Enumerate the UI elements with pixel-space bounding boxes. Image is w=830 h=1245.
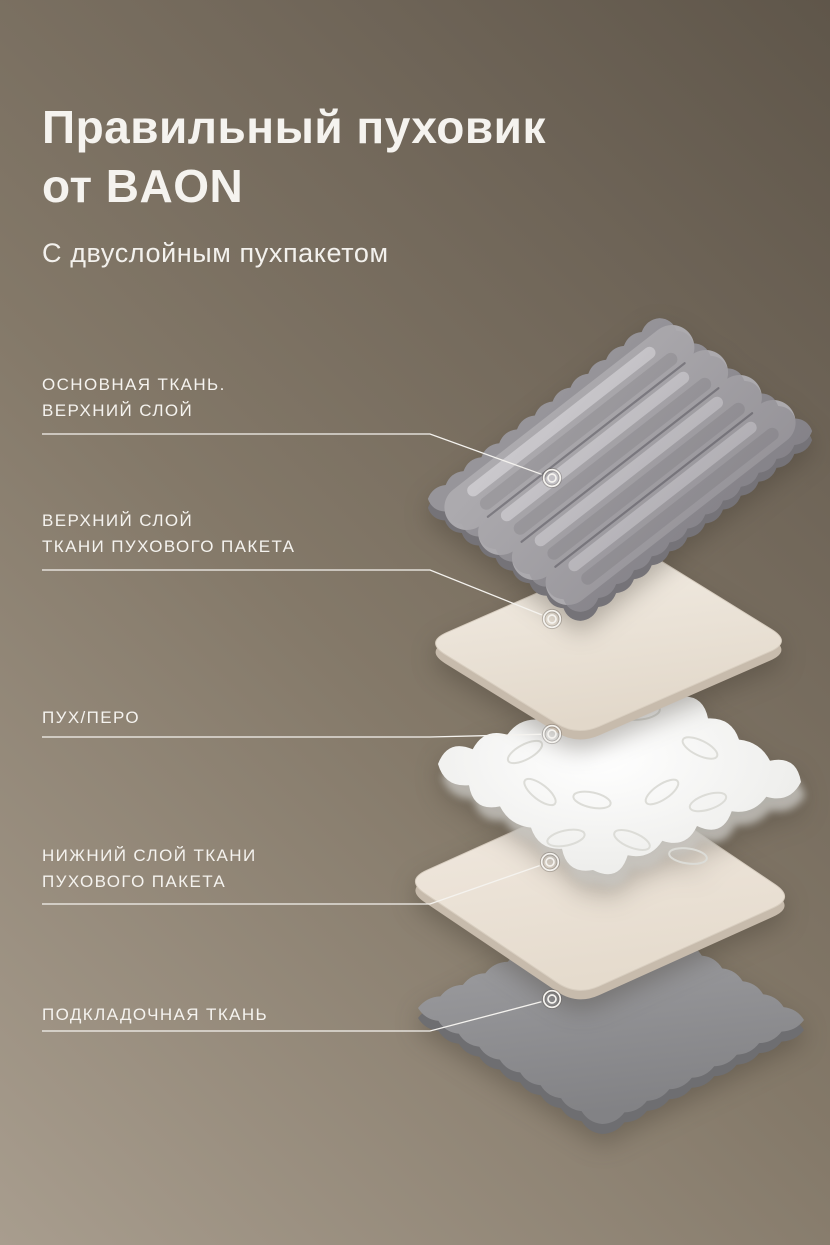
label-line: ТКАНИ ПУХОВОГО ПАКЕТА xyxy=(42,536,296,556)
label-line: НИЖНИЙ СЛОЙ ТКАНИ xyxy=(42,846,257,865)
title-line-1: Правильный пуховик xyxy=(42,101,546,153)
marker-down-feather xyxy=(541,723,563,745)
leader-line-2 xyxy=(42,569,543,616)
label-down-feather: ПУХ/ПЕРО xyxy=(42,705,140,731)
label-line: ПУХОВОГО ПАКЕТА xyxy=(42,871,227,891)
label-downpack-top-fabric: ВЕРХНИЙ СЛОЙ ТКАНИ ПУХОВОГО ПАКЕТА xyxy=(42,508,295,559)
marker-outer-fabric xyxy=(541,467,563,489)
page-subtitle: С двуслойным пухпакетом xyxy=(42,238,389,268)
layer-markers xyxy=(539,467,563,1010)
leader-line-1 xyxy=(42,433,542,475)
leader-lines xyxy=(42,433,543,1032)
label-line: ПОДКЛАДОЧНАЯ ТКАНЬ xyxy=(42,1005,269,1024)
label-line: ВЕРХНИЙ СЛОЙ xyxy=(42,400,194,420)
title-line-2: от BAON xyxy=(42,159,244,212)
layer-down-feather xyxy=(438,674,805,887)
label-outer-fabric: ОСНОВНАЯ ТКАНЬ. ВЕРХНИЙ СЛОЙ xyxy=(42,372,226,423)
layer-outer-fabric xyxy=(427,318,813,621)
marker-downpack-top-fabric xyxy=(541,608,563,630)
layer-downpack-top-fabric xyxy=(435,553,782,740)
label-lining-fabric: ПОДКЛАДОЧНАЯ ТКАНЬ xyxy=(42,1002,268,1028)
label-downpack-bottom-fabric: НИЖНИЙ СЛОЙ ТКАНИ ПУХОВОГО ПАКЕТА xyxy=(42,843,257,894)
label-line: ВЕРХНИЙ СЛОЙ xyxy=(42,511,194,530)
leader-line-4 xyxy=(42,864,540,905)
marker-downpack-bottom-fabric xyxy=(539,851,561,873)
marker-lining-fabric xyxy=(541,988,563,1010)
leader-line-3 xyxy=(42,733,542,738)
label-line: ПУХ/ПЕРО xyxy=(42,708,141,727)
label-line: ОСНОВНАЯ ТКАНЬ. xyxy=(42,375,226,394)
page-title: Правильный пуховик от BAON xyxy=(42,98,546,216)
leader-line-5 xyxy=(42,1001,542,1032)
